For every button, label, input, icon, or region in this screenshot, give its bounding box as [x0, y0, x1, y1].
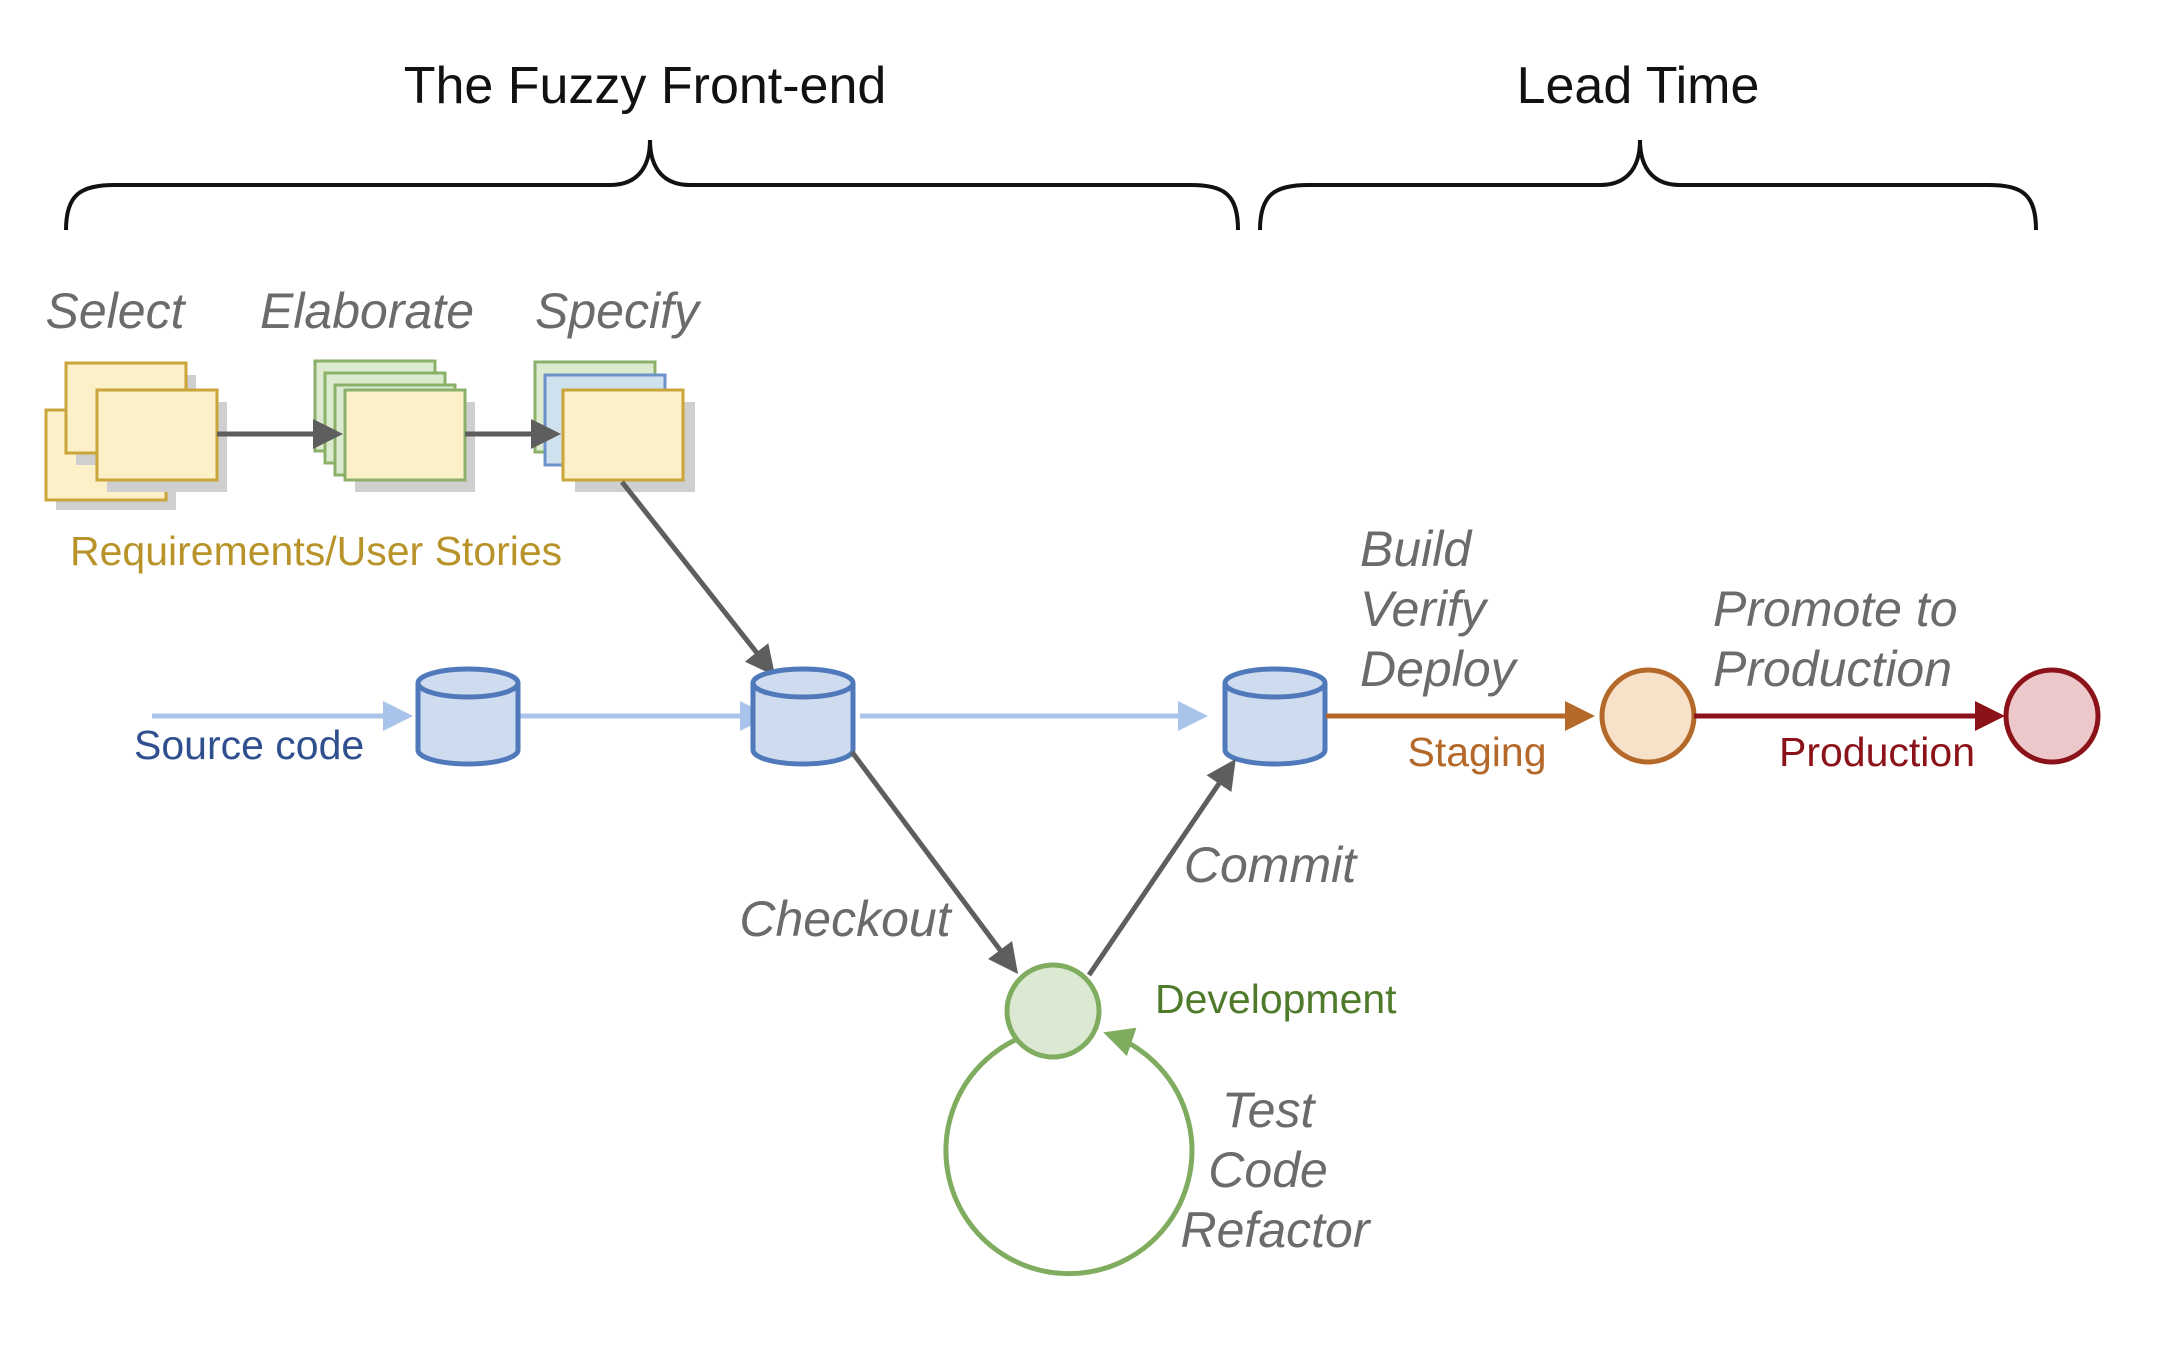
- commit-label: Commit: [1184, 837, 1358, 893]
- promote-to-production-label: Promote to Production: [1713, 581, 1971, 697]
- step-select-label: Select: [46, 283, 187, 339]
- build-label: Build: [1360, 521, 1473, 577]
- production-label: Production: [1779, 729, 1975, 775]
- step-elaborate-label: Elaborate: [260, 283, 474, 339]
- elaborate-card-stack: [313, 359, 475, 492]
- staging-node: [1599, 667, 1697, 765]
- production-step-label: Production: [1713, 641, 1952, 697]
- step-specify-label: Specify: [535, 283, 702, 339]
- deploy-label: Deploy: [1360, 641, 1519, 697]
- staging-label: Staging: [1407, 729, 1546, 775]
- checkout-label: Checkout: [739, 891, 952, 947]
- test-label: Test: [1222, 1082, 1317, 1138]
- promote-to-label: Promote to: [1713, 581, 1958, 637]
- verify-label: Verify: [1360, 581, 1489, 637]
- fuzzy-front-end-brace: [64, 139, 1240, 231]
- development-loop-arrow: [943, 1027, 1195, 1277]
- commit-arrow: [1086, 758, 1236, 977]
- specify-card-stack: [533, 360, 695, 492]
- specify-to-repo-arrow: [620, 480, 776, 676]
- code-label: Code: [1208, 1142, 1328, 1198]
- lead-time-brace: [1258, 139, 2038, 231]
- specify-repository: [750, 666, 856, 767]
- source-repository: [415, 666, 521, 767]
- source-code-label: Source code: [134, 722, 364, 768]
- checkout-arrow: [849, 750, 1018, 975]
- build-verify-deploy-label: Build Verify Deploy: [1360, 521, 1519, 697]
- refactor-label: Refactor: [1181, 1202, 1372, 1258]
- test-code-refactor-label: Test Code Refactor: [1181, 1082, 1372, 1258]
- production-node: [2003, 667, 2101, 765]
- requirements-label: Requirements/User Stories: [70, 528, 562, 574]
- commit-repository: [1222, 666, 1328, 767]
- development-label: Development: [1155, 976, 1397, 1022]
- lead-time-heading: Lead Time: [1517, 57, 1760, 115]
- fuzzy-front-end-heading: The Fuzzy Front-end: [404, 57, 887, 115]
- development-node: [1004, 962, 1102, 1060]
- select-card-stack: [44, 361, 227, 510]
